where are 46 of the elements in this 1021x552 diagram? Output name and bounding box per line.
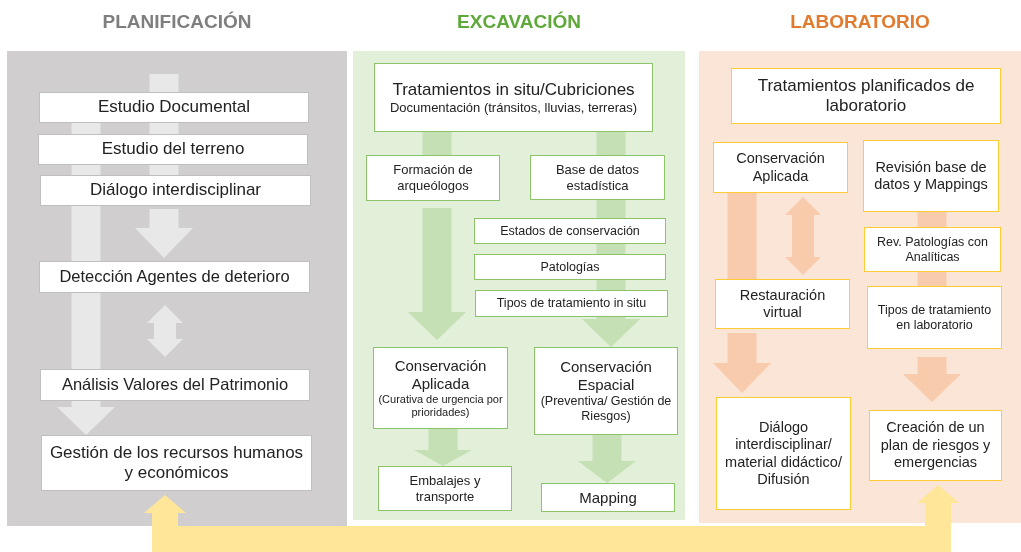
process-box: Rev. Patologías con Analíticas [864, 227, 1001, 272]
panel-heading: PLANIFICACIÓN [102, 11, 252, 33]
block-arrow [785, 197, 821, 275]
process-box [534, 347, 678, 435]
process-box: Formación de arqueólogos [366, 155, 500, 201]
process-box: Restauración virtual [715, 279, 850, 329]
block-arrow [713, 333, 771, 393]
process-box: Patologías [474, 254, 666, 280]
process-box: Tipos de tratamiento in situ [475, 290, 668, 317]
box-title: Tratamientos in situ/Cubriciones [392, 79, 635, 100]
process-box: Revisión base de datos y Mappings [863, 140, 999, 212]
process-box: Diálogo interdisciplinar/ material didáctico/ Difusión [716, 397, 851, 510]
block-arrow [903, 357, 961, 402]
process-box: Estados de conservación [474, 218, 666, 244]
process-box: Estudio del terreno [38, 134, 308, 165]
process-box: Gestión de los recursos humanos y económicos [41, 435, 312, 491]
process-box: Diálogo interdisciplinar [40, 175, 311, 206]
box-subtext: Documentación (tránsitos, lluvias, terreras) [389, 99, 638, 116]
panel-heading: EXCAVACIÓN [457, 11, 581, 33]
phase-panel [353, 8, 685, 520]
block-arrow [582, 317, 640, 347]
block-arrow [57, 401, 115, 435]
box-title: Conservación Espacial [559, 358, 653, 394]
process-box: Análisis Valores del Patrimonio [40, 369, 310, 401]
block-arrow [408, 208, 466, 340]
process-box: Embalajes y transporte [378, 466, 512, 511]
panel-heading: LABORATORIO [790, 11, 930, 33]
block-arrow [135, 209, 193, 258]
phase-panel [7, 8, 347, 526]
process-box: Tratamientos planificados de laboratorio [731, 68, 1001, 124]
process-box: Creación de un plan de riesgos y emergencias [869, 410, 1002, 481]
process-box: Tipos de tratamiento en laboratorio [867, 286, 1002, 349]
process-box [374, 63, 653, 132]
process-box: Detección Agentes de deterioro [39, 261, 310, 293]
block-arrow [578, 435, 636, 483]
process-box: Estudio Documental [39, 92, 309, 123]
process-box [373, 347, 508, 429]
block-arrow [144, 485, 959, 552]
process-box: Mapping [541, 483, 675, 512]
block-arrow [414, 429, 472, 466]
process-box: Conservación Aplicada [713, 142, 848, 193]
process-box: Base de datos estadística [530, 155, 665, 200]
box-title: Conservación Aplicada [393, 356, 488, 393]
box-subtext: (Preventiva/ Gestión de Riesgos) [539, 394, 673, 424]
box-subtext: (Curativa de urgencia por prioridades) [378, 392, 503, 420]
block-arrow [147, 305, 183, 357]
